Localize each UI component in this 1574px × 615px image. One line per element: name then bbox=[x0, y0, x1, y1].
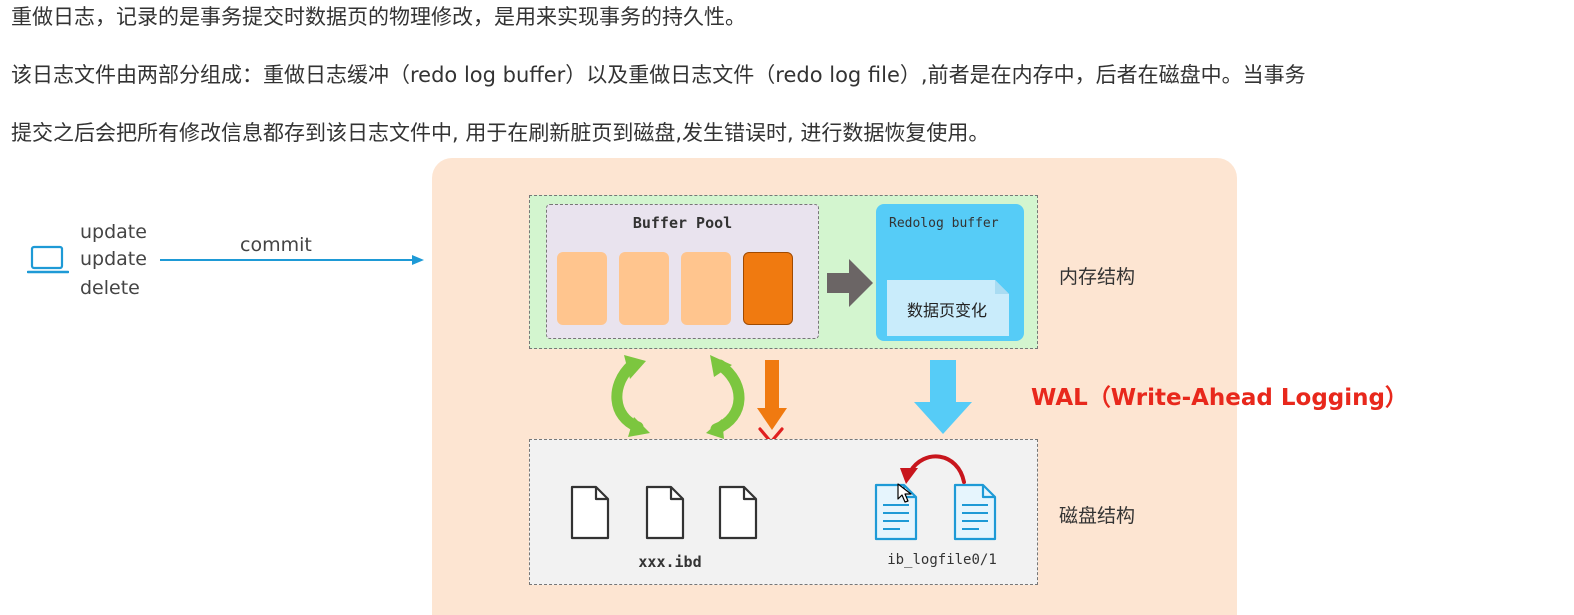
buffer-page-1 bbox=[557, 252, 607, 325]
operation-delete: delete bbox=[80, 277, 140, 299]
log-file-label: ib_logfile0/1 bbox=[887, 552, 997, 568]
arrow-right-icon bbox=[827, 259, 873, 307]
laptop-icon bbox=[27, 245, 69, 274]
commit-label: commit bbox=[240, 234, 312, 256]
page-change-card bbox=[887, 280, 1009, 336]
paragraph-1: 重做日志，记录的是事务提交时数据页的物理修改，是用来实现事务的持久性。 bbox=[11, 5, 746, 29]
data-file-icon bbox=[645, 485, 685, 540]
log-file-icon bbox=[953, 483, 997, 541]
mouse-cursor-icon bbox=[897, 483, 912, 503]
sync-arrows-icon bbox=[611, 355, 745, 439]
buffer-pool-title: Buffer Pool bbox=[632, 214, 733, 232]
operation-update-1: update bbox=[80, 221, 147, 243]
buffer-page-3 bbox=[681, 252, 731, 325]
buffer-page-2 bbox=[619, 252, 669, 325]
redo-flush-arrow-icon bbox=[914, 360, 972, 434]
log-cycle-arrow-icon bbox=[900, 454, 966, 484]
operation-update-2: update bbox=[80, 248, 147, 270]
data-file-icon bbox=[570, 485, 610, 540]
redolog-buffer-title: Redolog buffer bbox=[889, 216, 999, 231]
data-file-label: xxx.ibd bbox=[638, 553, 702, 571]
page-change-label: 数据页变化 bbox=[906, 301, 987, 320]
memory-structure-label: 内存结构 bbox=[1059, 266, 1136, 288]
flush-arrow-icon bbox=[757, 360, 787, 430]
disk-structure-label: 磁盘结构 bbox=[1059, 505, 1136, 527]
commit-arrow bbox=[160, 255, 424, 265]
data-file-icon bbox=[718, 485, 758, 540]
paragraph-2: 该日志文件由两部分组成：重做日志缓冲（redo log buffer）以及重做日… bbox=[11, 63, 1306, 87]
dirty-page bbox=[743, 252, 793, 325]
paragraph-3: 提交之后会把所有修改信息都存到该日志文件中, 用于在刷新脏页到磁盘,发生错误时,… bbox=[11, 121, 990, 145]
wal-label: WAL（Write-Ahead Logging） bbox=[1031, 385, 1408, 411]
